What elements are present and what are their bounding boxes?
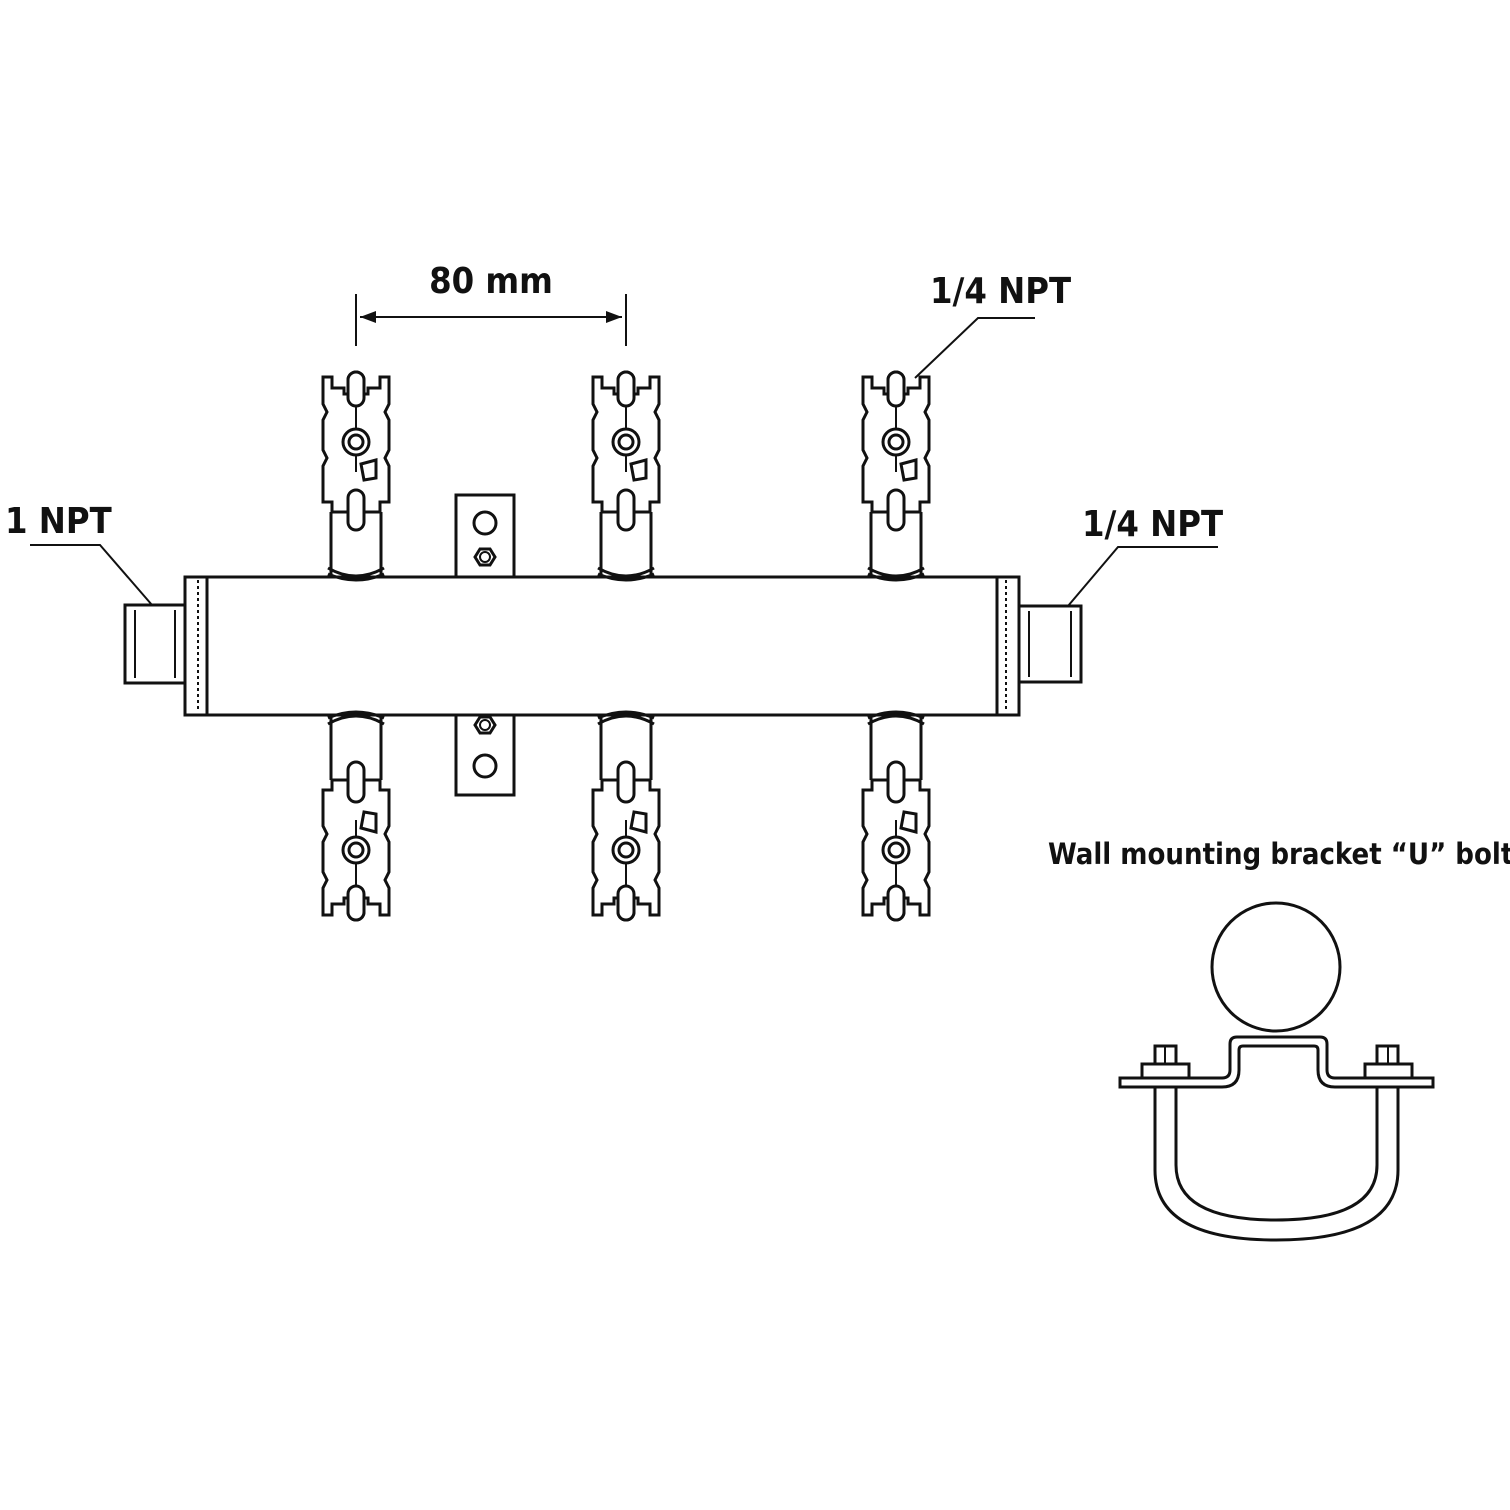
valve-bottom-2 <box>591 710 661 922</box>
mounting-plate-bottom <box>454 713 516 797</box>
valve-bottom-3 <box>861 710 931 922</box>
valve-top-2 <box>591 370 661 582</box>
dimension-arrow-left <box>360 311 376 323</box>
valve-bottom-1 <box>321 710 391 922</box>
pipe-cross-section <box>1210 901 1342 1033</box>
valve-top-3 <box>861 370 931 582</box>
leader-right <box>1067 546 1218 607</box>
label-inlet: 1 NPT <box>5 501 112 542</box>
dimension-label: 80 mm <box>429 261 553 302</box>
bracket-caption: Wall mounting bracket “U” bolt <box>1048 837 1510 871</box>
left-collar <box>183 575 209 717</box>
dimension-arrow-right <box>606 311 622 323</box>
label-outlet-right: 1/4 NPT <box>1082 504 1223 545</box>
leader-top-right <box>914 317 1035 379</box>
manifold-pipe <box>183 575 1021 717</box>
leader-inlet <box>30 544 153 606</box>
u-bolt-bracket <box>1118 901 1435 1242</box>
mounting-plate-top <box>454 493 516 579</box>
right-collar <box>995 575 1021 717</box>
valve-top-1 <box>321 370 391 582</box>
label-outlet-top-right: 1/4 NPT <box>930 271 1071 312</box>
